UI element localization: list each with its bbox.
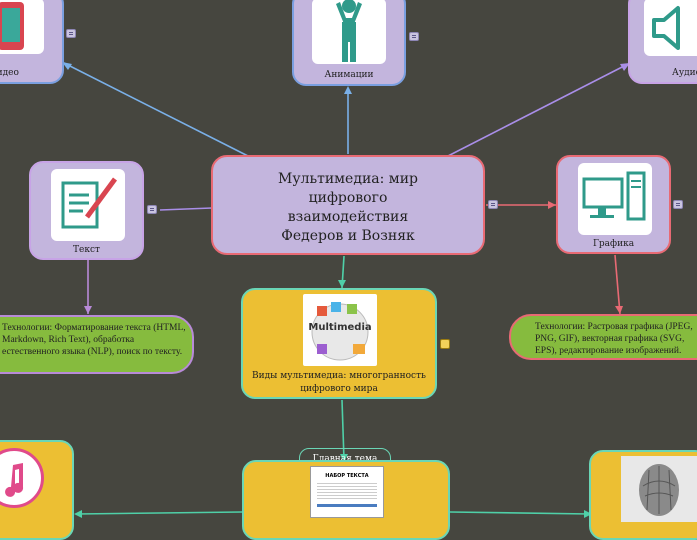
graphics-tech-description: Технологии: Растровая графика (JPEG, PNG…	[535, 322, 693, 356]
multimedia-types-label-line2: цифрового мира	[300, 384, 378, 394]
video-note-icon[interactable]	[66, 29, 76, 38]
audio-label: Аудио	[672, 68, 697, 78]
multimedia-logo-text: Multimedia	[308, 322, 371, 333]
music-note-icon	[0, 448, 44, 508]
central-note-icon[interactable]	[488, 200, 498, 209]
video-icon	[0, 0, 44, 54]
animation-person-icon	[312, 0, 386, 64]
animation-label: Анимации	[324, 70, 374, 80]
central-title: Мультимедиа: мир цифрового взаимодействи…	[278, 171, 418, 244]
graphics-tech-node[interactable]: Технологии: Растровая графика (JPEG, PNG…	[509, 314, 697, 360]
connector-lines	[61, 61, 630, 518]
text-document-pen-icon	[51, 169, 125, 241]
audio-speaker-icon	[644, 0, 697, 56]
text-topic-node[interactable]: Текст	[29, 161, 144, 260]
document-thumbnail-title: НАБОР ТЕКСТА	[325, 473, 369, 479]
text-label: Текст	[73, 245, 100, 255]
edit-icon[interactable]	[440, 339, 450, 349]
video-topic-node[interactable]: Видео	[0, 0, 64, 84]
video-label: Видео	[0, 68, 19, 78]
central-topic-node[interactable]: Мультимедиа: мир цифрового взаимодействи…	[211, 155, 485, 255]
graphics-note-icon[interactable]	[673, 200, 683, 209]
text-note-icon[interactable]	[147, 205, 157, 214]
3d-head-icon	[621, 456, 697, 522]
text-tech-description: Технологии: Форматирование текста (HTML,…	[2, 323, 186, 357]
text-tech-node[interactable]: Технологии: Форматирование текста (HTML,…	[0, 315, 194, 374]
computer-graphics-icon	[578, 163, 652, 235]
document-topic-node[interactable]: НАБОР ТЕКСТА	[242, 460, 450, 540]
multimedia-sphere-icon: Multimedia	[303, 294, 377, 366]
audio-topic-node[interactable]: Аудио	[628, 0, 697, 84]
document-thumbnail-icon: НАБОР ТЕКСТА	[310, 466, 384, 518]
graphics-label: Графика	[592, 239, 635, 249]
animation-topic-node[interactable]: Анимации	[292, 0, 406, 86]
multimedia-types-label-line1: Виды мультимедиа: многогранность	[252, 371, 426, 381]
graphics-topic-node[interactable]: Графика	[556, 155, 671, 254]
music-topic-node[interactable]	[0, 440, 74, 540]
3d-topic-node[interactable]	[589, 450, 697, 540]
multimedia-types-node[interactable]: Multimedia Виды мультимедиа: многогранно…	[241, 288, 437, 399]
animation-note-icon[interactable]	[409, 32, 419, 41]
